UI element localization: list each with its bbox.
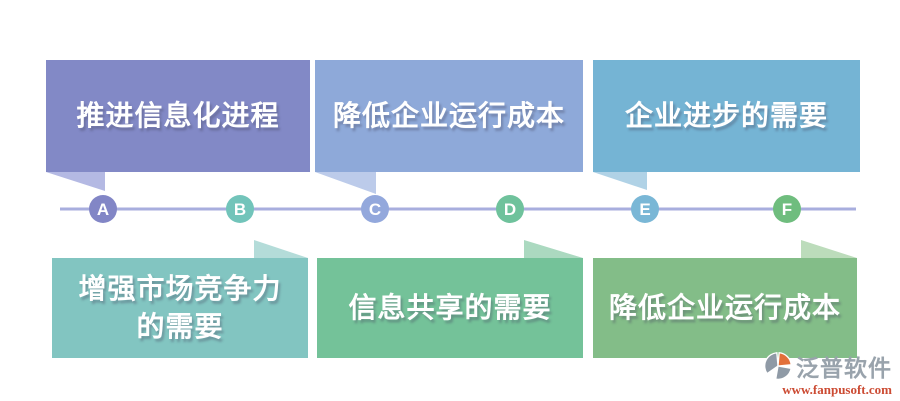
bottom-box-3: 降低企业运行成本 <box>593 258 857 358</box>
fanpu-logo-icon <box>764 352 792 381</box>
top-box-1-label: 推进信息化进程 <box>76 100 280 132</box>
timeline-node-a: A <box>89 195 117 223</box>
top-box-3-tail <box>593 172 647 190</box>
top-box-2: 降低企业运行成本 <box>315 60 583 172</box>
timeline-node-c: C <box>361 195 389 223</box>
timeline-node-e-label: E <box>639 200 650 219</box>
timeline-node-c-label: C <box>369 200 381 219</box>
timeline-node-f: F <box>773 195 801 223</box>
fanpu-logo-title: 泛普软件 <box>796 355 892 381</box>
bottom-box-3-tail <box>801 240 857 258</box>
timeline-node-d: D <box>496 195 524 223</box>
bottom-box-1-tail <box>254 240 308 258</box>
fanpu-logo-url: www.fanpusoft.com <box>782 382 892 397</box>
top-box-2-label: 降低企业运行成本 <box>332 100 565 132</box>
bottom-box-1: 增强市场竞争力的需要 <box>52 258 308 358</box>
timeline-node-f-label: F <box>782 200 792 219</box>
bottom-box-2: 信息共享的需要 <box>317 258 583 358</box>
top-box-1: 推进信息化进程 <box>46 60 310 172</box>
timeline-node-d-label: D <box>504 200 516 219</box>
timeline-node-a-label: A <box>97 200 109 219</box>
timeline-node-b: B <box>226 195 254 223</box>
bottom-box-2-tail <box>524 240 583 258</box>
top-box-2-tail <box>315 172 376 194</box>
bottom-box-2-label: 信息共享的需要 <box>348 292 552 324</box>
top-box-3-label: 企业进步的需要 <box>624 100 828 132</box>
timeline-node-b-label: B <box>234 200 246 219</box>
bottom-box-3-label: 降低企业运行成本 <box>608 292 841 324</box>
fanpu-logo: 泛普软件 www.fanpusoft.com <box>740 349 892 398</box>
top-box-1-tail <box>46 172 105 191</box>
bottom-box-1-label: 增强市场竞争力的需要 <box>78 273 282 342</box>
top-box-3: 企业进步的需要 <box>593 60 860 172</box>
timeline-node-e: E <box>631 195 659 223</box>
